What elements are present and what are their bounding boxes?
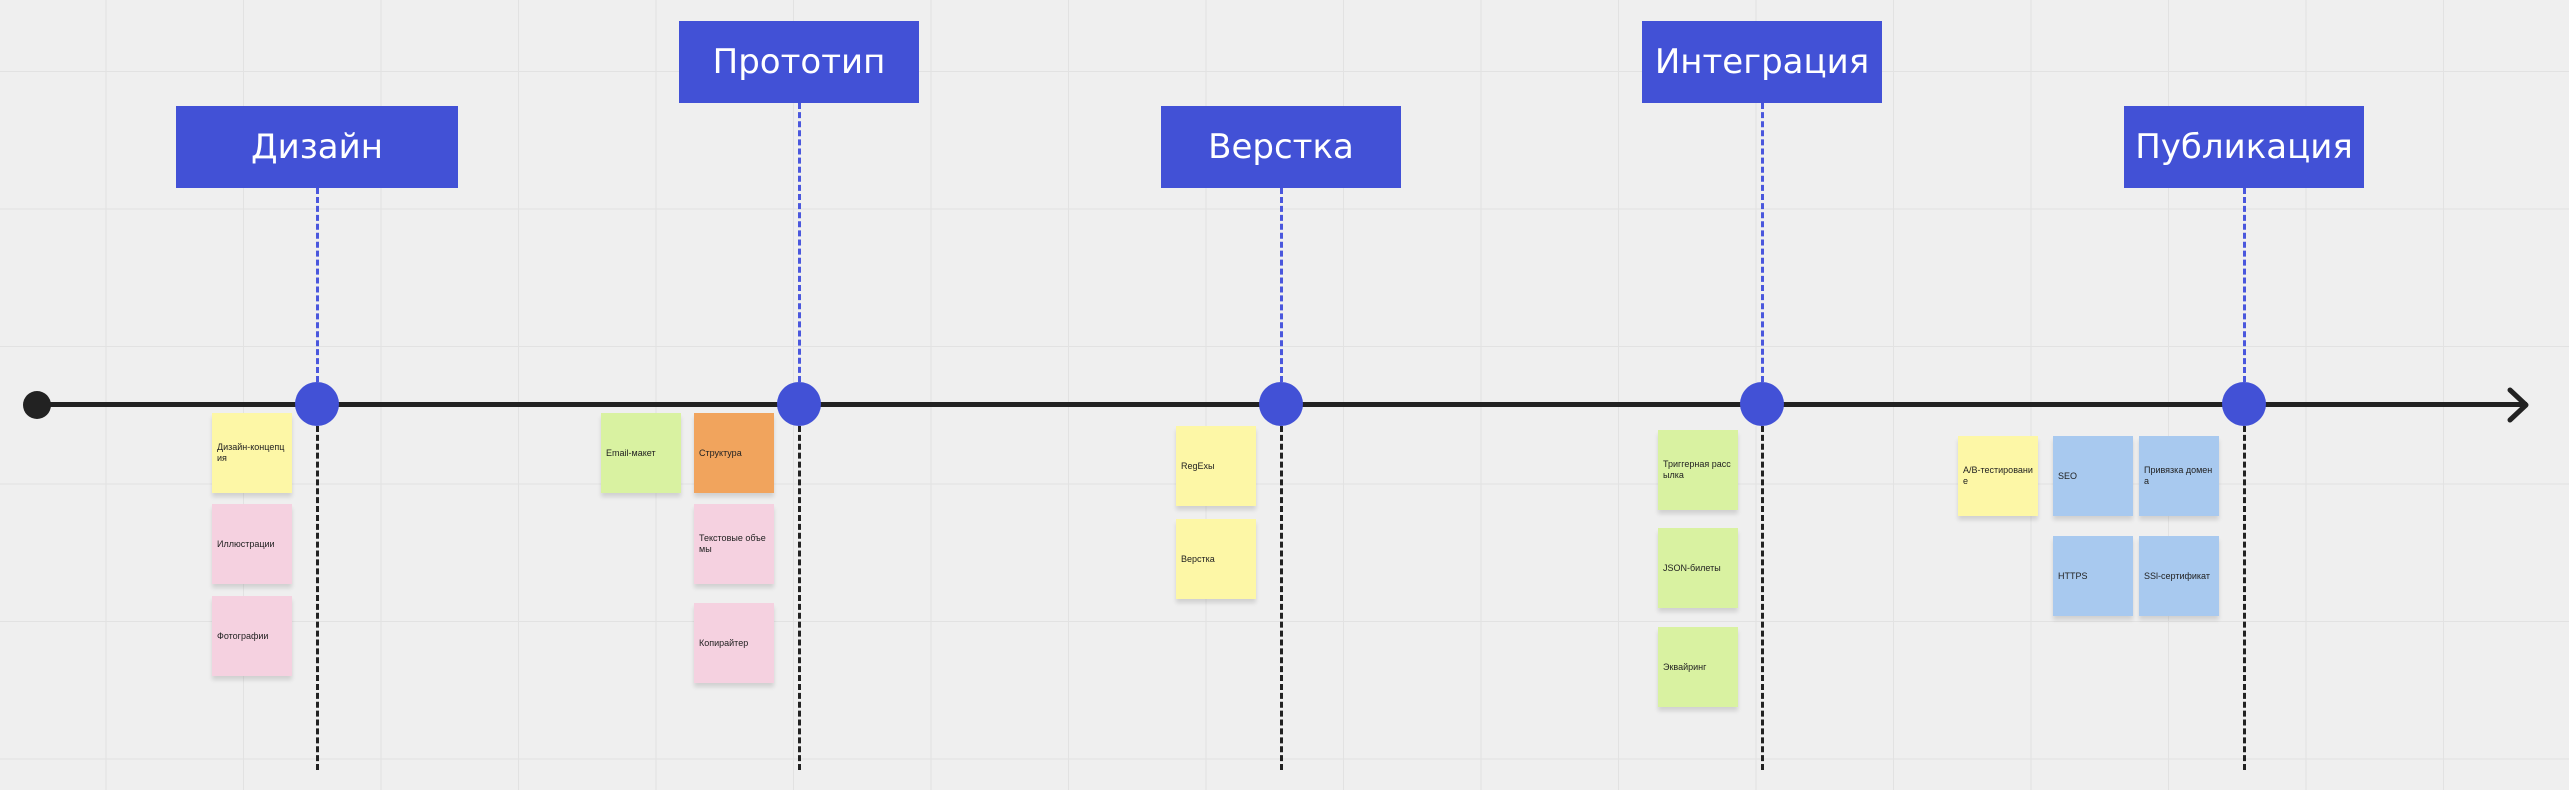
phase-label-design[interactable]: Дизайн bbox=[176, 106, 458, 188]
connector-integration bbox=[1760, 103, 1764, 382]
milestone-dot-prototype[interactable] bbox=[777, 382, 821, 426]
sticky-note-markup[interactable]: Верстка bbox=[1176, 519, 1256, 599]
connector-down-prototype bbox=[797, 426, 801, 770]
milestone-dot-design[interactable] bbox=[295, 382, 339, 426]
timeline-start-dot bbox=[23, 391, 51, 419]
connector-down-design bbox=[315, 426, 319, 770]
sticky-note-ab-testing[interactable]: A/B-тестирование bbox=[1958, 436, 2038, 516]
connector-down-publication bbox=[2242, 426, 2246, 770]
connector-publication bbox=[2242, 188, 2246, 382]
connector-down-layout bbox=[1279, 426, 1283, 770]
sticky-note-design-concept[interactable]: Дизайн-концепция bbox=[212, 413, 292, 493]
timeline-arrow-icon bbox=[2507, 387, 2529, 423]
connector-down-integration bbox=[1760, 426, 1764, 770]
sticky-note-json-tickets[interactable]: JSON-билеты bbox=[1658, 528, 1738, 608]
phase-label-integration[interactable]: Интеграция bbox=[1642, 21, 1882, 103]
sticky-note-email-mockup[interactable]: Email-макет bbox=[601, 413, 681, 493]
connector-layout bbox=[1279, 188, 1283, 382]
sticky-note-illustrations[interactable]: Иллюстрации bbox=[212, 504, 292, 584]
phase-label-prototype[interactable]: Прототип bbox=[679, 21, 919, 103]
sticky-note-ssl[interactable]: SSl-сертификат bbox=[2139, 536, 2219, 616]
milestone-dot-layout[interactable] bbox=[1259, 382, 1303, 426]
milestone-dot-publication[interactable] bbox=[2222, 382, 2266, 426]
sticky-note-domain-binding[interactable]: Привязка домена bbox=[2139, 436, 2219, 516]
sticky-note-seo[interactable]: SEO bbox=[2053, 436, 2133, 516]
sticky-note-text-volumes[interactable]: Текстовые объемы bbox=[694, 504, 774, 584]
phase-label-publication[interactable]: Публикация bbox=[2124, 106, 2364, 188]
sticky-note-trigger-mailing[interactable]: Триггерная рассылка bbox=[1658, 430, 1738, 510]
sticky-note-acquiring[interactable]: Эквайринг bbox=[1658, 627, 1738, 707]
connector-prototype bbox=[797, 103, 801, 382]
sticky-note-https[interactable]: HTTPS bbox=[2053, 536, 2133, 616]
sticky-note-regexes[interactable]: RegExы bbox=[1176, 426, 1256, 506]
sticky-note-structure[interactable]: Структура bbox=[694, 413, 774, 493]
sticky-note-photos[interactable]: Фотографии bbox=[212, 596, 292, 676]
milestone-dot-integration[interactable] bbox=[1740, 382, 1784, 426]
sticky-note-copywriter[interactable]: Копирайтер bbox=[694, 603, 774, 683]
connector-design bbox=[315, 188, 319, 382]
phase-label-layout[interactable]: Верстка bbox=[1161, 106, 1401, 188]
